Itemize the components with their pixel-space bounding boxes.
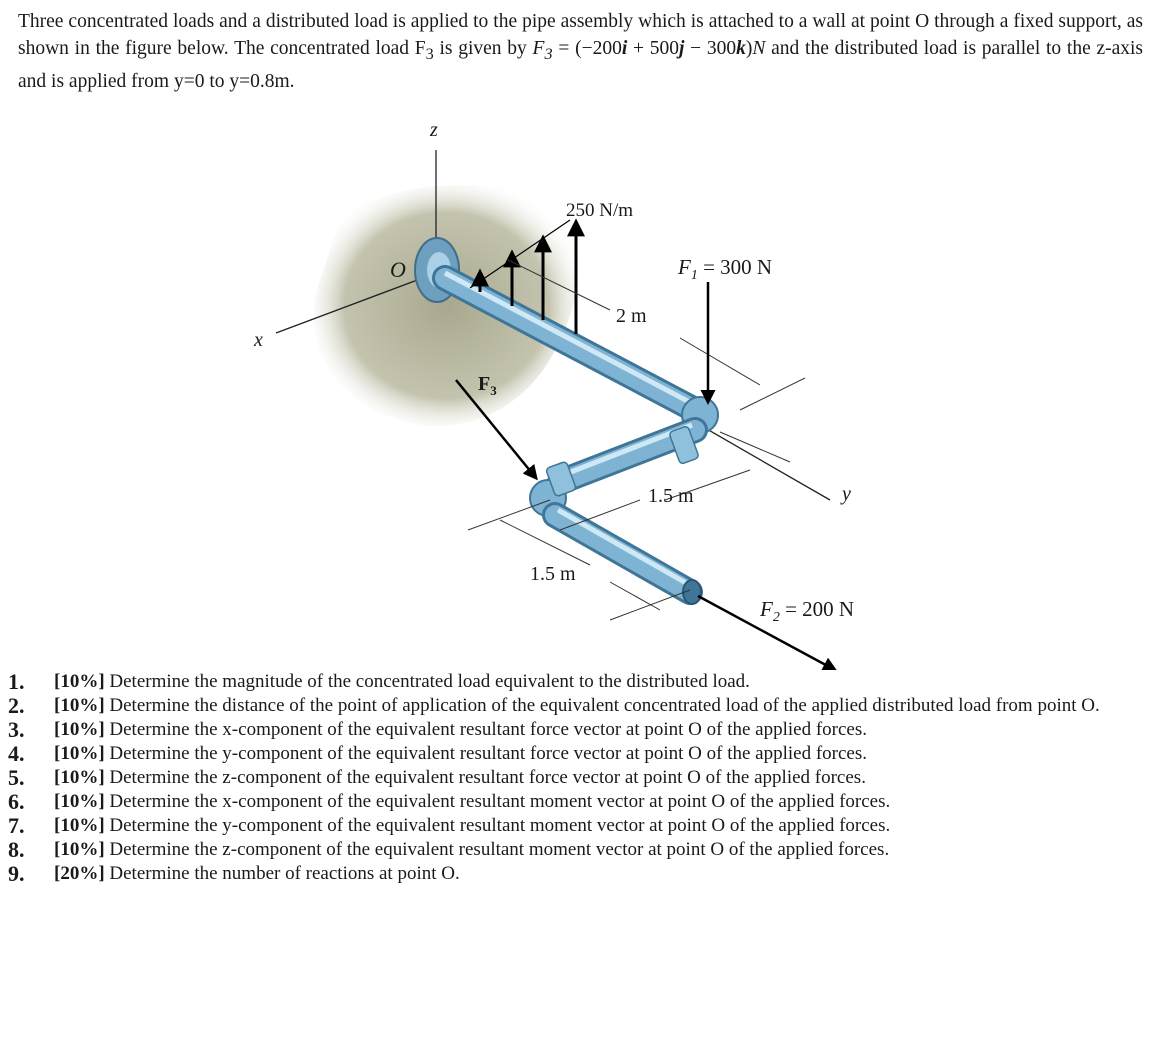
f2-arrow (697, 594, 838, 672)
question-item: 8.[10%] Determine the z-component of the… (8, 837, 890, 862)
dimension-1-5m-upper: 1.5 m (648, 485, 694, 507)
x-axis-label: x (253, 329, 263, 351)
f2-label: F2 = 200 N (759, 597, 854, 625)
f1-label: F1 = 300 N (677, 255, 772, 283)
question-item: 6.[10%] Determine the x-component of the… (8, 789, 891, 814)
distributed-load-arrows (469, 218, 585, 334)
pipe-assembly-figure: z x y O (230, 110, 930, 672)
y-axis-label: y (840, 483, 851, 505)
f3-arrow (455, 379, 538, 481)
problem-statement: Three concentrated loads and a distribut… (18, 8, 1143, 95)
intro-line-2: point O through a fixed support, as show… (18, 11, 1143, 63)
f3-label: F3 (478, 373, 497, 398)
dimension-2m: 2 m (616, 305, 647, 327)
wall-shading (313, 185, 579, 427)
intro-line-3: (−200i + 500j − 300k)N and the distribut… (18, 38, 1144, 92)
question-list: 1.[10%] Determine the magnitude of the c… (8, 670, 1148, 886)
question-item: 3.[10%] Determine the x-component of the… (8, 717, 868, 742)
origin-label: O (390, 257, 406, 282)
pipe-diagram: z x y O (253, 119, 854, 672)
f3-vector: (−200i + 500j − 300k)N (575, 38, 766, 59)
question-item: 9.[20%] Determine the number of reaction… (8, 861, 460, 886)
pipe-open-end (682, 579, 702, 605)
z-axis-label: z (429, 119, 438, 141)
x-axis (275, 272, 437, 334)
dimension-1-5m-lower: 1.5 m (530, 563, 576, 585)
intro-line-1: Three concentrated loads and a distribut… (18, 11, 866, 32)
question-item: 5.[10%] Determine the z-component of the… (8, 765, 866, 790)
question-item: 1.[10%] Determine the magnitude of the c… (8, 669, 750, 694)
question-item: 7.[10%] Determine the y-component of the… (8, 813, 891, 838)
question-item: 2.[10%] Determine the distance of the po… (8, 693, 1100, 718)
question-item: 4.[10%] Determine the y-component of the… (8, 741, 868, 766)
distributed-load-label: 250 N/m (566, 200, 633, 221)
